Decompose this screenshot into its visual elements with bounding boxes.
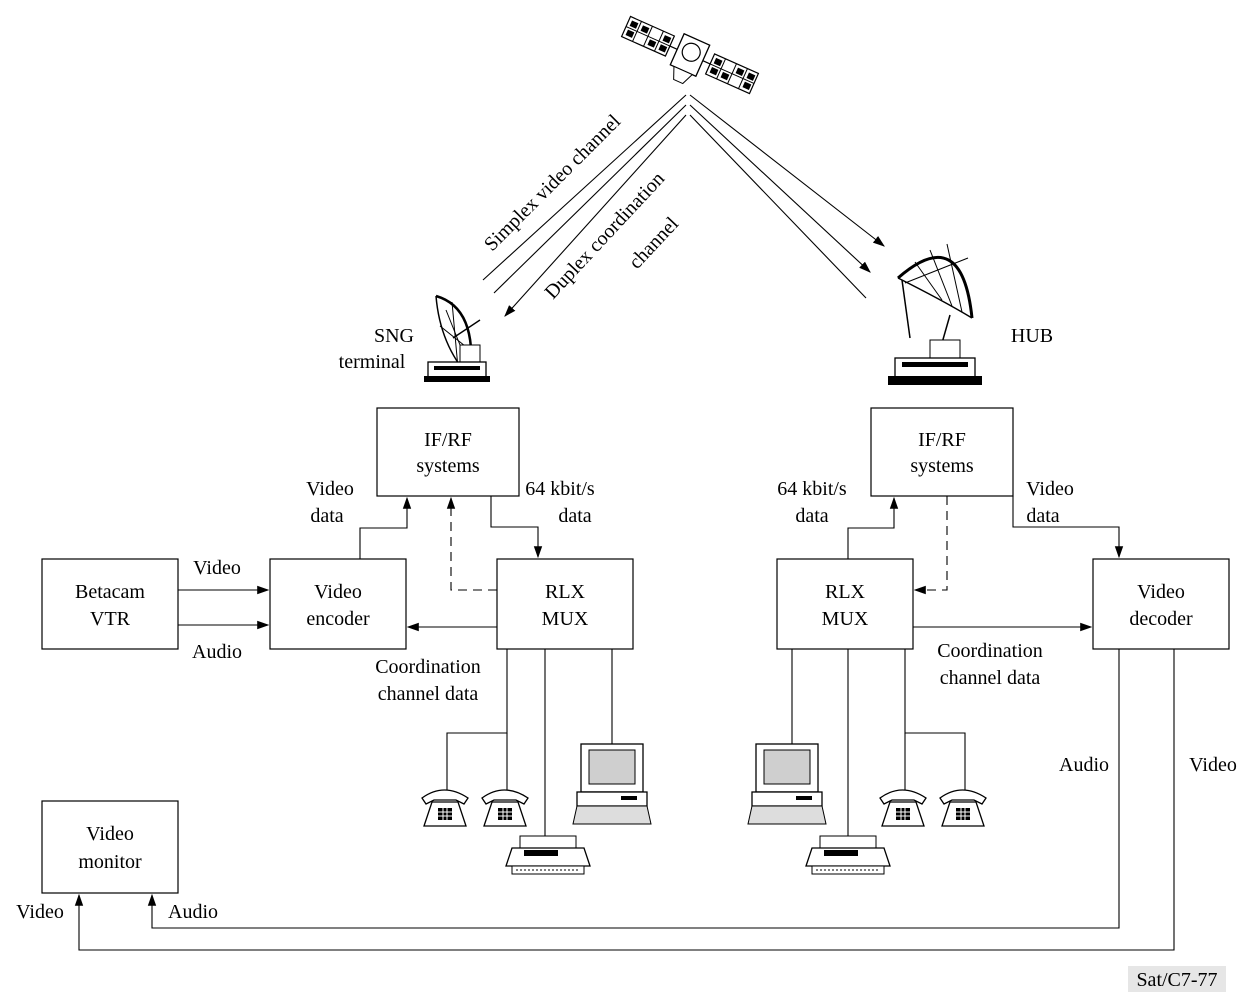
right-video-data-label-1: Video <box>1026 478 1074 500</box>
left-coord-label-2: channel data <box>378 683 479 705</box>
encoder-label-2: encoder <box>306 608 370 630</box>
sng-label-2: terminal <box>339 351 406 373</box>
decoder-video-label: Video <box>1189 754 1237 776</box>
figure-id: Sat/C7-77 <box>1136 969 1217 991</box>
printer-icon <box>505 835 591 875</box>
right-coord-label-2: channel data <box>940 667 1041 689</box>
left-video-data-label-1: Video <box>306 478 354 500</box>
left-kbit-label-1: 64 kbit/s <box>525 478 595 500</box>
left-mux-label-1: RLX <box>545 581 586 603</box>
encoder-label-1: Video <box>314 581 362 603</box>
right-kbit-label-1: 64 kbit/s <box>777 478 847 500</box>
right-video-data-label-2: data <box>1026 505 1059 527</box>
decoder-label-1: Video <box>1137 581 1185 603</box>
video-encoder-box <box>269 558 407 650</box>
left-coord-label-1: Coordination <box>375 656 481 678</box>
dish-antenna-icon <box>888 243 982 385</box>
sng-label-1: SNG <box>374 325 414 347</box>
betacam-vtr-box <box>41 558 179 650</box>
printer-icon <box>805 835 891 875</box>
computer-terminal-icon <box>572 743 652 825</box>
computer-terminal-icon <box>747 743 827 825</box>
left-ifrf-box <box>376 407 520 497</box>
telephone-icon <box>939 789 987 827</box>
telephone-icon <box>879 789 927 827</box>
decoder-to-monitor-lines <box>74 649 1175 951</box>
right-mux-label-1: RLX <box>825 581 866 603</box>
left-ifrf-label-2: systems <box>416 455 480 477</box>
right-ifrf-box <box>870 407 1014 497</box>
video-decoder-box <box>1092 558 1230 650</box>
right-kbit-label-2: data <box>795 505 828 527</box>
left-rlx-mux-box <box>496 558 634 650</box>
uplink-lines <box>482 94 885 317</box>
monitor-video-label: Video <box>16 901 64 923</box>
vtr-audio-label: Audio <box>192 641 242 663</box>
left-kbit-label-2: data <box>558 505 591 527</box>
duplex-channel-label-2: channel <box>625 213 684 274</box>
hub-label: HUB <box>1011 325 1053 347</box>
left-connections <box>178 496 613 836</box>
monitor-label-1: Video <box>86 823 134 845</box>
right-ifrf-label-2: systems <box>910 455 974 477</box>
decoder-label-2: decoder <box>1129 608 1193 630</box>
decoder-audio-label: Audio <box>1059 754 1109 776</box>
monitor-audio-label: Audio <box>168 901 218 923</box>
right-ifrf-label-1: IF/RF <box>918 429 966 451</box>
right-rlx-mux-box <box>776 558 914 650</box>
betacam-label-1: Betacam <box>75 581 145 603</box>
vtr-video-label: Video <box>193 557 241 579</box>
betacam-label-2: VTR <box>90 608 131 630</box>
dish-antenna-icon <box>424 294 490 382</box>
monitor-label-2: monitor <box>78 851 142 873</box>
figure-id-background <box>1128 966 1226 992</box>
telephone-icon <box>481 789 529 827</box>
right-coord-label-1: Coordination <box>937 640 1043 662</box>
right-mux-label-2: MUX <box>822 608 869 630</box>
satellite-icon <box>620 15 760 95</box>
left-mux-label-2: MUX <box>542 608 589 630</box>
right-connections <box>791 496 1124 836</box>
left-video-data-label-2: data <box>310 505 343 527</box>
telephone-icon <box>421 789 469 827</box>
left-ifrf-label-1: IF/RF <box>424 429 472 451</box>
video-monitor-box <box>41 800 179 894</box>
